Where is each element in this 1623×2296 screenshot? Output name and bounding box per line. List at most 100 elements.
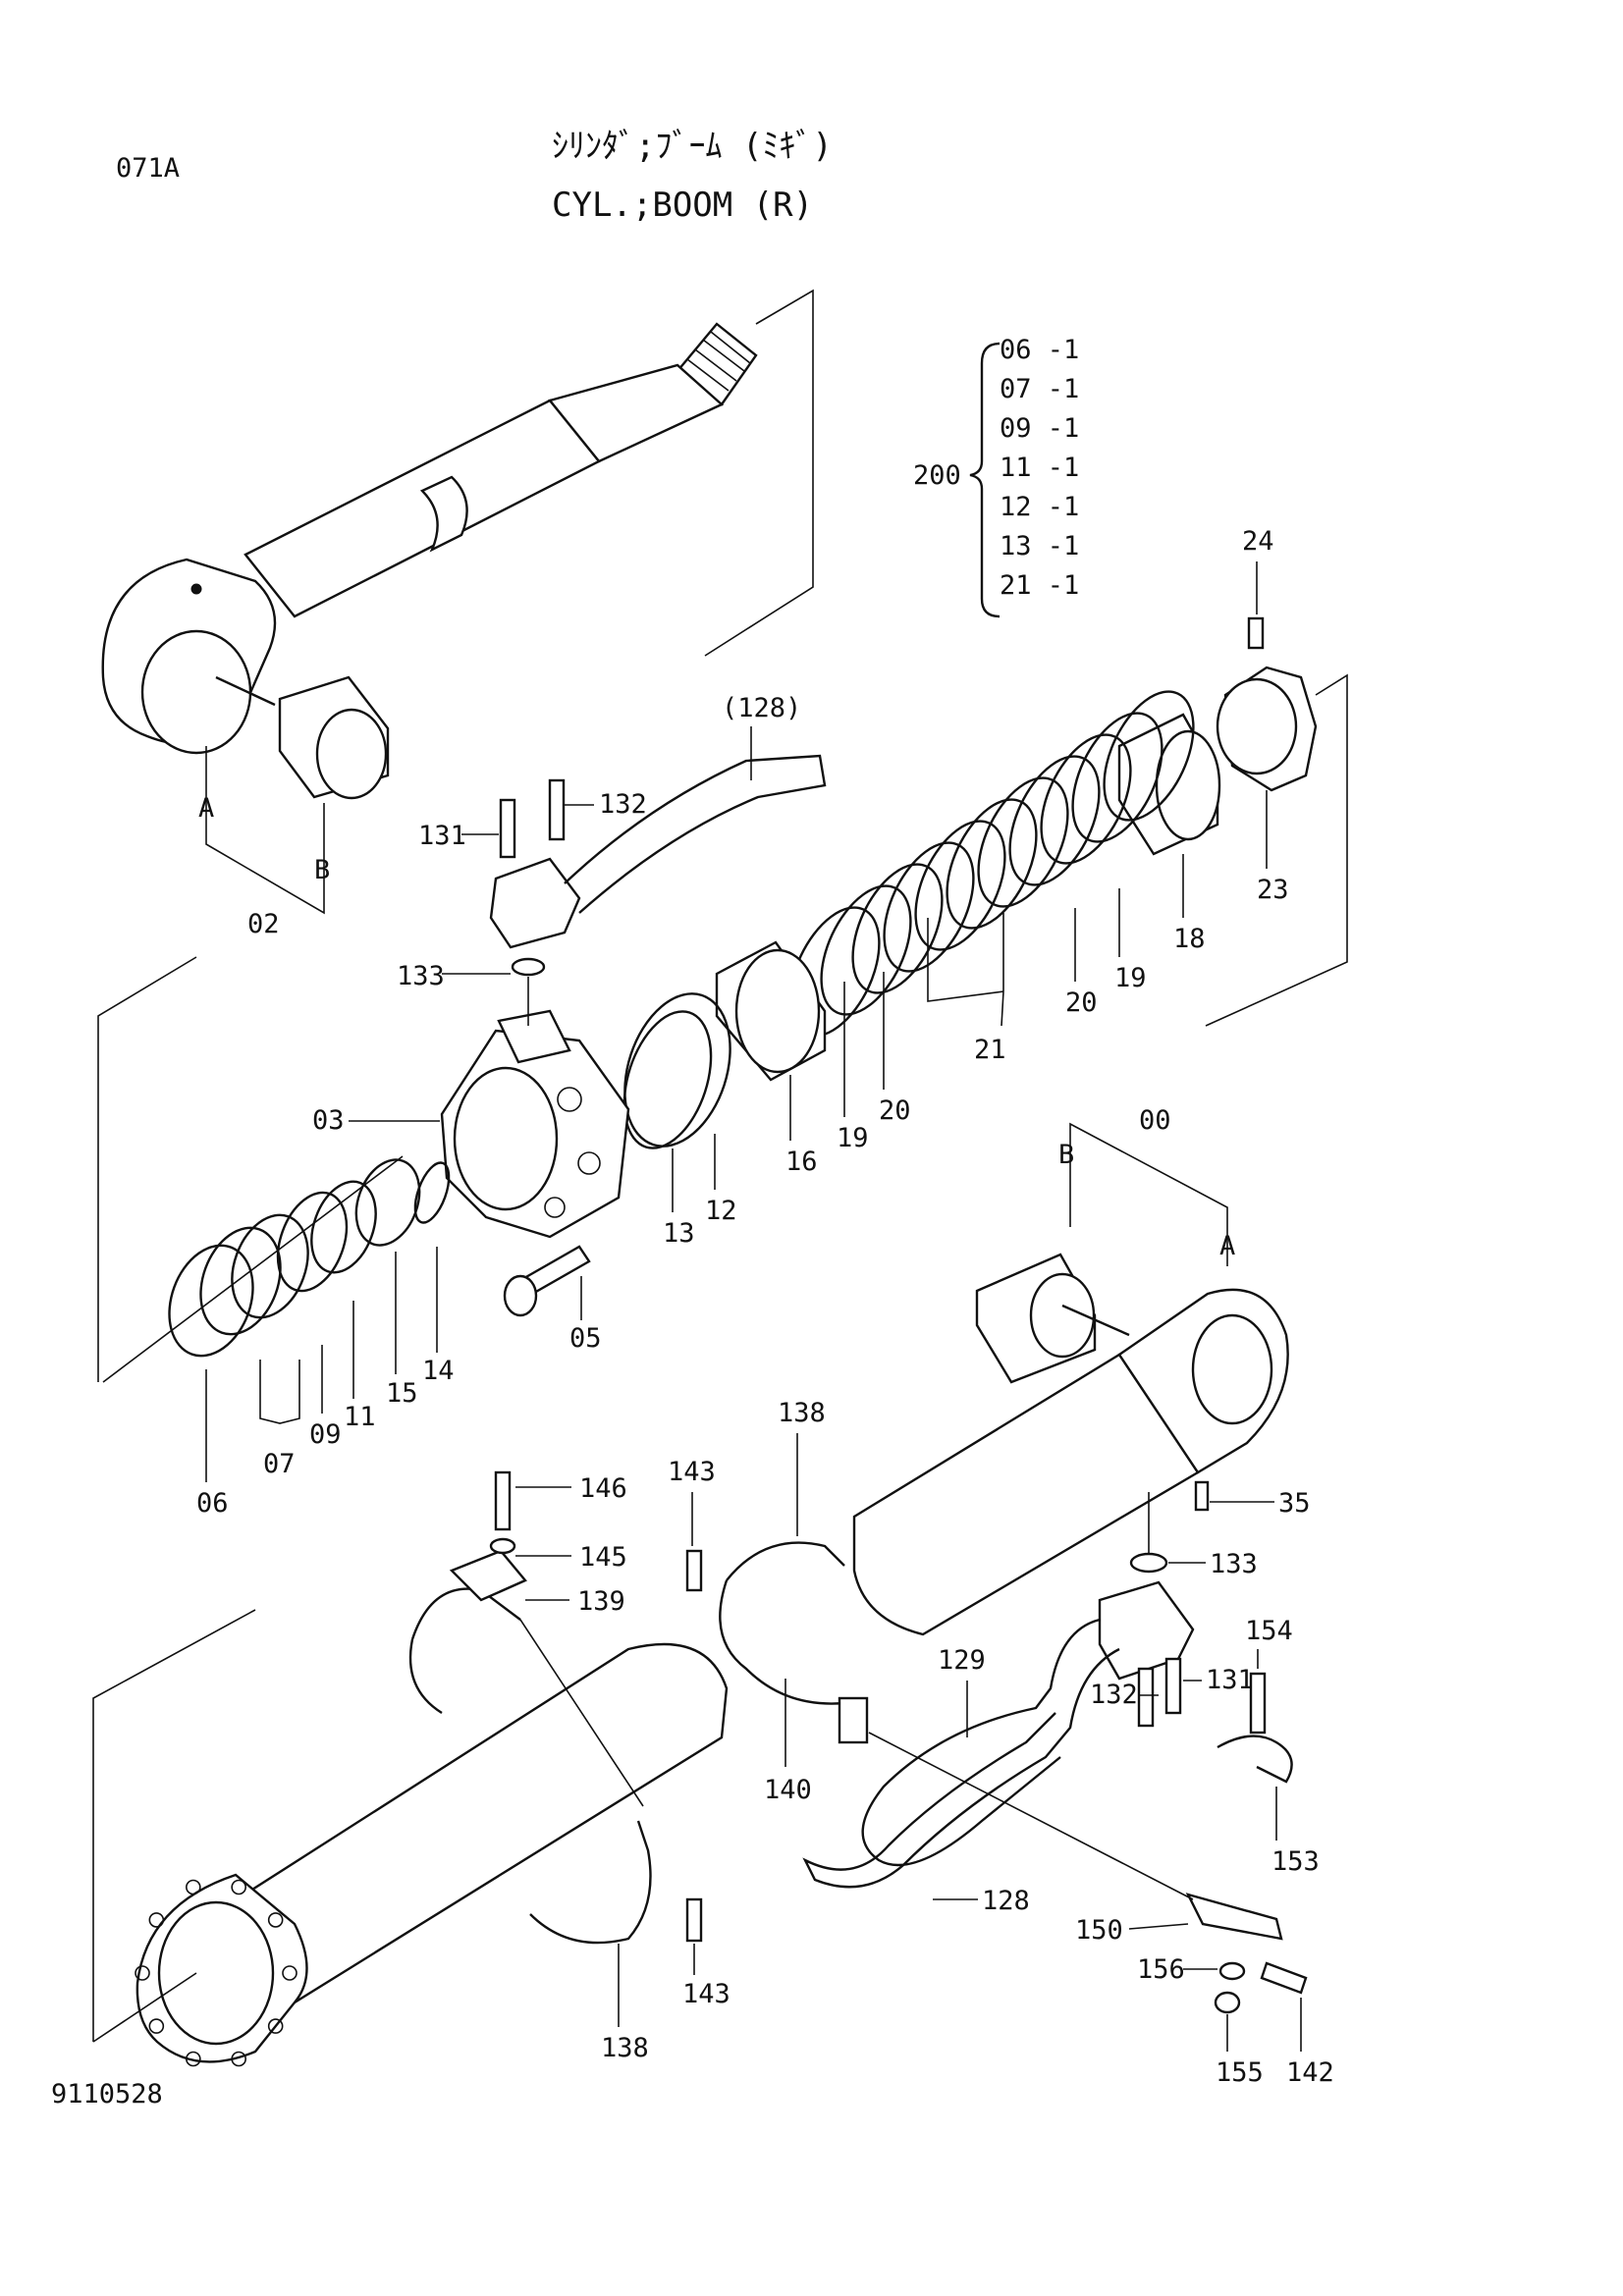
clamp-upper-band-b (719, 1579, 845, 1705)
bolt-143-upper (685, 1549, 703, 1592)
pipe-129 (861, 1618, 1101, 1867)
rod-break (419, 475, 468, 553)
clamp-153-band (1217, 1735, 1293, 1784)
callout-140: 140 (764, 1775, 812, 1805)
callout-03: 03 (312, 1105, 345, 1136)
flange-bolt-hole (148, 1912, 165, 1928)
bushing-bore (315, 708, 388, 800)
bracket-150 (1185, 1893, 1308, 2014)
callout-139: 139 (577, 1586, 625, 1617)
callout-131-upper: 131 (418, 821, 466, 851)
callout-138-lower: 138 (601, 2033, 649, 2063)
bushing-tube-face (1029, 1272, 1096, 1359)
flange-bolt-hole (186, 2051, 201, 2067)
callout-128-lower: 128 (982, 1886, 1030, 1916)
bolt-05 (503, 1245, 591, 1317)
clamp-139-band-upper (410, 1587, 521, 1640)
callout-00: 00 (1139, 1105, 1171, 1136)
seal-ring (1103, 690, 1195, 822)
tube-eye-bore (1191, 1313, 1273, 1425)
wear-ring-face (734, 948, 821, 1074)
clamp-139-band-lower (408, 1638, 443, 1715)
callout-132-lower: 132 (1090, 1680, 1138, 1710)
clamp-139-saddle (449, 1549, 527, 1602)
callout-129: 129 (938, 1645, 986, 1676)
seal-ring (1040, 733, 1132, 865)
packing-ring (199, 1226, 282, 1336)
head-centerline (92, 1972, 197, 2043)
callout-153: 153 (1271, 1846, 1320, 1877)
piston-nut (1216, 616, 1318, 792)
cover-bracket-left (97, 956, 197, 1382)
flange-bolt-hole (282, 1965, 298, 1981)
seal-ring (1071, 712, 1163, 843)
packing-rings (168, 1158, 451, 1358)
callout-06: 06 (196, 1488, 229, 1519)
callout-12: 12 (705, 1196, 737, 1226)
bolt-154 (1249, 1672, 1267, 1735)
clamp-139-centerline (519, 1619, 644, 1807)
ref-a-upper: A (198, 793, 214, 824)
clamp-upper-band-a (726, 1541, 845, 1581)
bushing-rod (278, 675, 390, 800)
flange-bolt-hole (135, 1965, 150, 1981)
callout-05: 05 (569, 1323, 602, 1354)
kit-item-06: 06 -1 (1000, 335, 1079, 365)
head-flange-face (157, 1900, 275, 2046)
piston-face (1155, 729, 1221, 841)
cylinder-tube (852, 1253, 1289, 1636)
rod-eye-bore (140, 629, 252, 755)
nut-bore (1216, 677, 1298, 775)
grease-hole (190, 583, 202, 595)
callout-133-lower: 133 (1210, 1549, 1258, 1579)
ring-12 (623, 992, 731, 1148)
callout-16: 16 (785, 1147, 818, 1177)
piston-rod (101, 322, 758, 755)
clamp-block-140 (838, 1696, 869, 1744)
kit-item-21: 21 -1 (1000, 570, 1079, 601)
kit-brace (969, 342, 1001, 618)
title-english: CYL.;BOOM (R) (552, 186, 813, 225)
kit-item-09: 09 -1 (1000, 413, 1079, 444)
washer-156 (1218, 1961, 1246, 1981)
seal-ring (851, 863, 944, 994)
bolt-146 (494, 1470, 512, 1531)
seal-ring (977, 776, 1069, 908)
tube-head-end (135, 1642, 729, 2067)
callout-19a: 19 (1114, 963, 1147, 993)
kit-item-07: 07 -1 (1000, 374, 1079, 404)
head-bracket-left (92, 1609, 256, 2042)
clamp-139 (408, 1470, 527, 1715)
flange-holes (135, 1879, 298, 2067)
callout-146: 146 (579, 1473, 627, 1504)
callout-143-upper: 143 (668, 1457, 716, 1487)
bolt-05-head (503, 1274, 538, 1317)
clamp-lower-band (529, 1820, 652, 1945)
kit-200-group: 200 06 -107 -109 -111 -112 -113 -121 -1 (913, 335, 1079, 618)
callout-15: 15 (386, 1378, 418, 1409)
callout-20a: 20 (1065, 988, 1098, 1018)
bolt-142 (1260, 1961, 1308, 1995)
flange-lower (1098, 1492, 1195, 1728)
pipe-128-lower (802, 1647, 1120, 1889)
o-ring-133-lower (1129, 1552, 1168, 1574)
packing-ring (354, 1158, 421, 1247)
rod-callout-break (704, 289, 814, 657)
callout-143-lower: 143 (682, 1979, 730, 2009)
set-screw-24 (1247, 616, 1265, 650)
o-ring-133-upper (511, 957, 546, 977)
washer-145 (489, 1537, 516, 1555)
clamp-138-upper (685, 1541, 869, 1744)
piston (1117, 713, 1221, 856)
flange-bolt-hole (186, 1879, 201, 1896)
leader-21 (927, 913, 1004, 1027)
kit-item-12: 12 -1 (1000, 492, 1079, 522)
rod-cover-03 (440, 1009, 630, 1239)
flange-bolt-hole (231, 1879, 246, 1896)
rod-eye-centerline (215, 675, 276, 707)
clamp-153 (1217, 1672, 1293, 1784)
callout-19b: 19 (837, 1123, 869, 1153)
tube-ref-bracket (1069, 1122, 1228, 1266)
rod-cover-bore (453, 1066, 559, 1211)
